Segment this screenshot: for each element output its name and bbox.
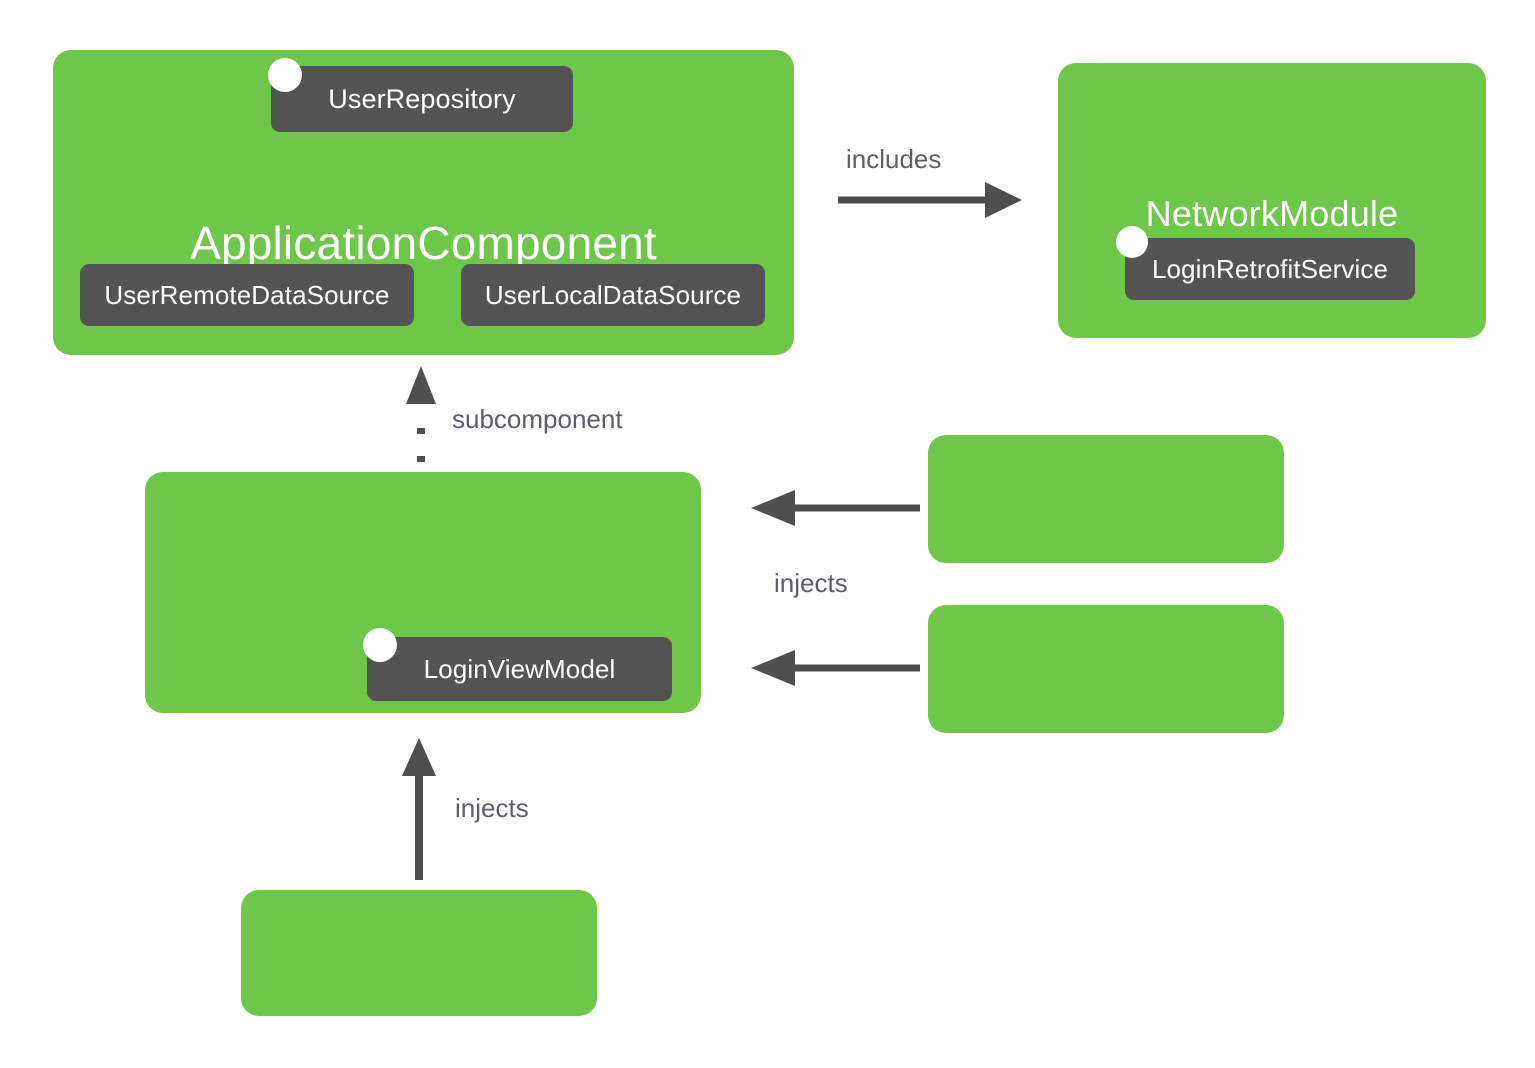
edge-label-subcomponent: subcomponent xyxy=(452,404,623,434)
provision-user-local-data-source-label: UserLocalDataSource xyxy=(484,279,742,310)
provision-user-repository[interactable]: UserRepository xyxy=(271,66,573,132)
login-component-title: LoginComponent xyxy=(261,1035,585,1068)
edge-label-includes: includes xyxy=(846,144,942,174)
provision-user-repository-label: UserRepository xyxy=(328,83,516,114)
edge-injects-activity xyxy=(402,738,436,880)
component-login-username-fragment[interactable]: LoginUsername Fragment xyxy=(928,435,1284,966)
provision-login-retrofit-service-label: LoginRetrofitService xyxy=(1151,253,1389,284)
edge-injects-username xyxy=(751,490,920,526)
provision-user-local-data-source[interactable]: UserLocalDataSource xyxy=(461,264,765,326)
login-username-fragment-title: LoginUsername Fragment xyxy=(984,890,1228,967)
provision-user-remote-data-source-label: UserRemoteDataSource xyxy=(104,279,390,310)
provision-login-view-model-label: LoginViewModel xyxy=(423,653,616,684)
provision-login-view-model[interactable]: LoginViewModel xyxy=(367,637,672,701)
arrow-head-icon xyxy=(985,182,1022,218)
circle-dot-icon xyxy=(1116,226,1148,258)
component-login-activity[interactable]: Login Activity xyxy=(241,890,597,1016)
network-module-title: NetworkModule xyxy=(1145,193,1399,234)
application-component-title: ApplicationComponent xyxy=(190,217,657,269)
circle-dot-icon xyxy=(268,58,302,92)
edge-injects-password xyxy=(751,650,920,686)
edge-subcomponent xyxy=(406,366,436,462)
circle-dot-icon xyxy=(363,628,397,662)
provision-user-remote-data-source[interactable]: UserRemoteDataSource xyxy=(80,264,414,326)
arrow-head-icon xyxy=(751,490,795,526)
arrow-head-icon xyxy=(406,366,436,404)
provision-login-retrofit-service[interactable]: LoginRetrofitService xyxy=(1125,238,1415,300)
arrow-head-icon xyxy=(751,650,795,686)
edge-label-injects-activity: injects xyxy=(455,793,529,823)
component-login-password-fragment[interactable]: LoginPassword Fragment xyxy=(928,605,1284,733)
edge-includes xyxy=(838,182,1022,218)
arrow-head-icon xyxy=(402,738,436,776)
edge-label-injects-fragments: injects xyxy=(774,568,848,598)
